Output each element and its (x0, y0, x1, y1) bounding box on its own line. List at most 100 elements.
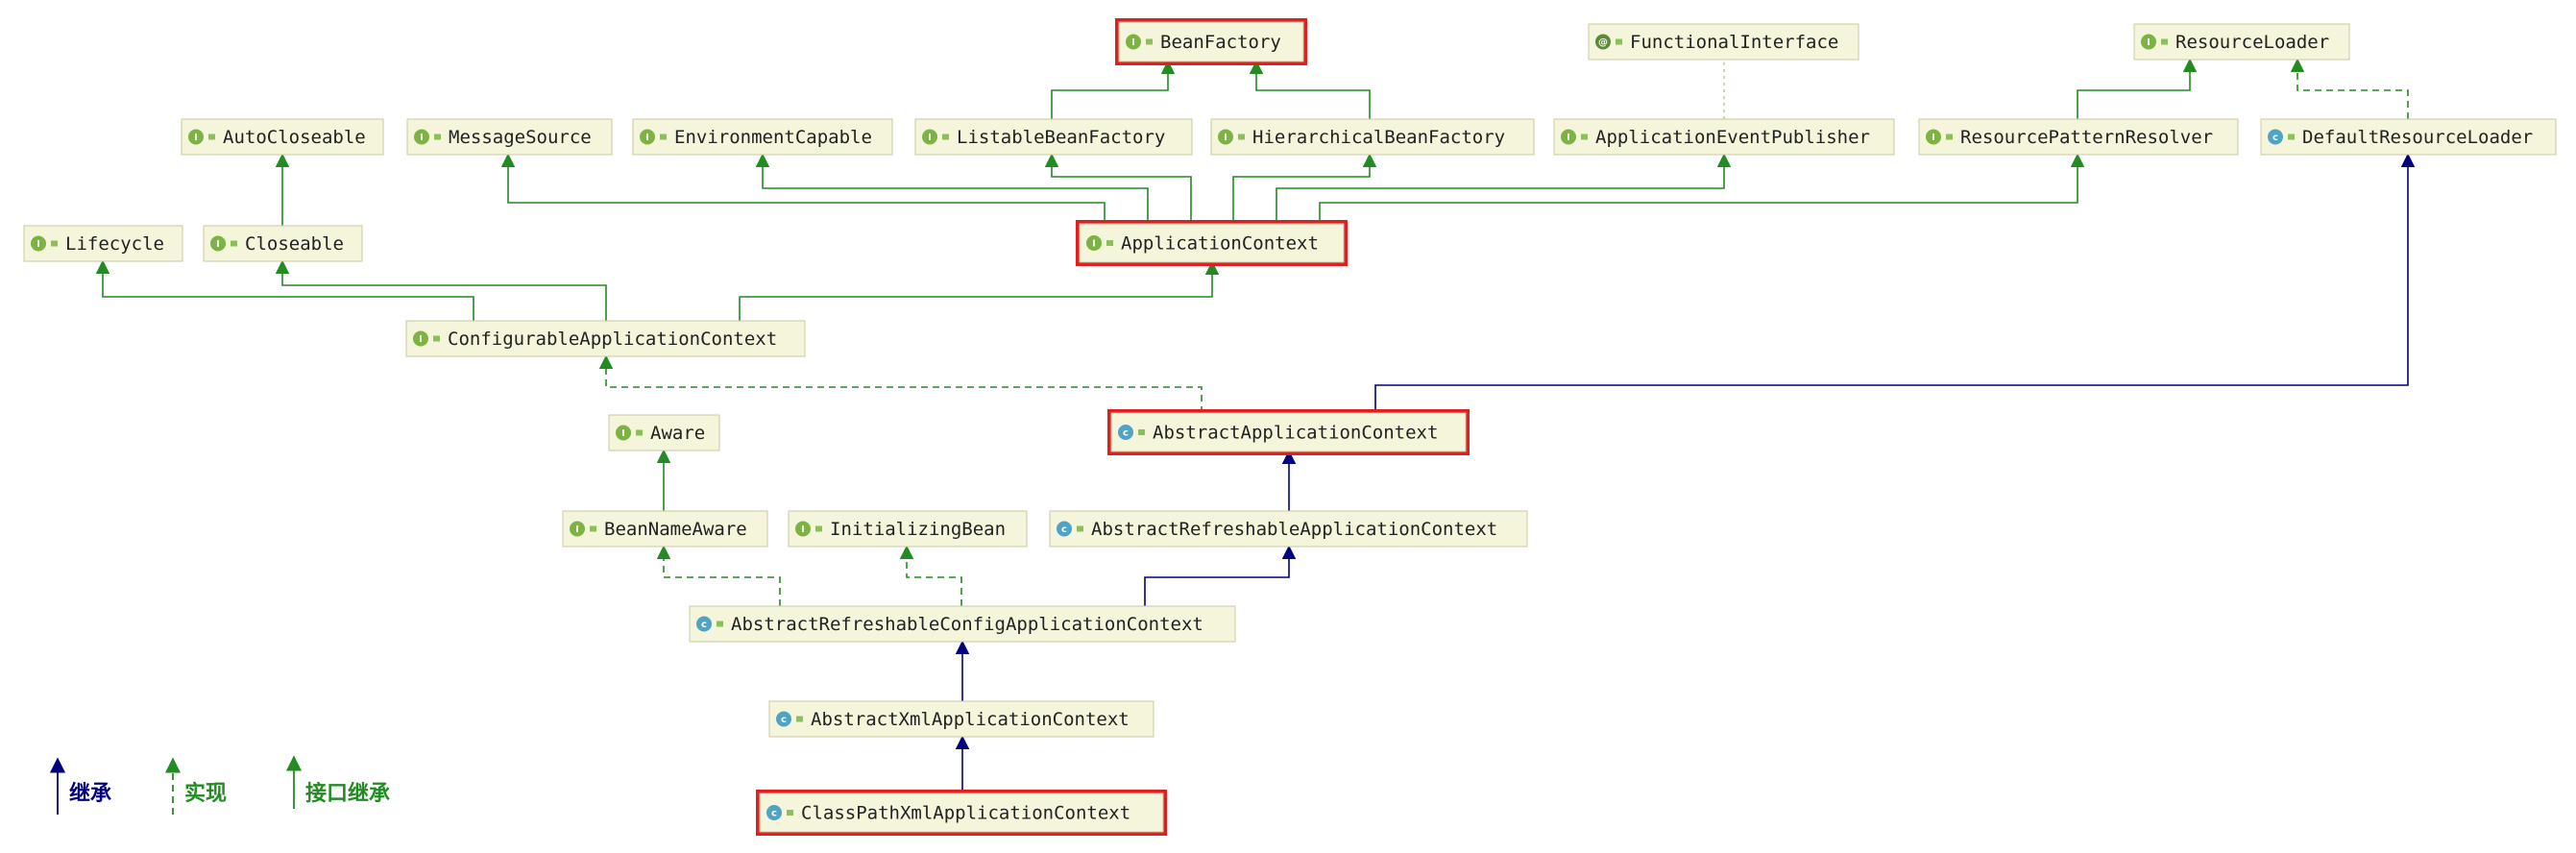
badge-letter: I (36, 239, 40, 250)
node-application-context[interactable]: I ApplicationContext (1076, 220, 1348, 266)
node-abstract-xml-application-context[interactable]: c AbstractXmlApplicationContext (768, 700, 1154, 738)
node-label: InitializingBean (830, 519, 1006, 540)
interface-badge-icon (1926, 129, 1941, 145)
node-label: MessageSource (449, 127, 592, 148)
edge-configurable-application-context-to-application-context (739, 260, 1220, 321)
node-label: ClassPathXmlApplicationContext (801, 803, 1130, 824)
highlight-frame (1107, 409, 1470, 455)
node-label: FunctionalInterface (1630, 32, 1838, 53)
node-label: Closeable (245, 233, 344, 255)
public-access-icon (1138, 429, 1145, 435)
edge-abstract-refreshable-config-application-context-to-bean-name-aware (656, 545, 781, 606)
public-access-icon (434, 134, 441, 140)
edge-application-context-to-message-source (500, 153, 1106, 224)
legend-label: 接口继承 (305, 781, 390, 806)
class-badge-icon (1057, 521, 1072, 537)
node-label: ApplicationContext (1121, 233, 1319, 255)
badge-letter: c (701, 620, 707, 630)
edge-application-context-to-environment-capable (755, 153, 1149, 224)
node-box (632, 118, 893, 156)
edge-abstract-application-context-to-default-resource-loader (1374, 153, 2416, 413)
legend-item-extends: 继承 (49, 757, 111, 815)
node-resource-loader[interactable]: I ResourceLoader (2133, 23, 2350, 61)
node-label: ConfigurableApplicationContext (448, 329, 777, 350)
public-access-icon (1946, 134, 1953, 140)
legend: 继承 实现 接口继承 (49, 755, 390, 815)
legend-label: 继承 (69, 781, 111, 806)
badge-letter: I (2147, 37, 2151, 48)
node-bean-name-aware[interactable]: I BeanNameAware (562, 510, 768, 548)
interface-badge-icon (1086, 235, 1102, 251)
badge-letter: I (621, 428, 625, 439)
legend-label: 实现 (184, 781, 227, 806)
public-access-icon (717, 621, 723, 627)
node-label: DefaultResourceLoader (2302, 127, 2533, 148)
badge-letter: c (781, 715, 787, 725)
badge-letter: I (575, 524, 579, 535)
highlight-frame (756, 790, 1167, 836)
interface-badge-icon (795, 521, 811, 537)
public-access-icon (51, 240, 58, 247)
interface-badge-icon (413, 330, 428, 347)
node-message-source[interactable]: I MessageSource (406, 118, 613, 156)
badge-letter: I (645, 133, 649, 143)
public-access-icon (1146, 38, 1153, 45)
edge-hierarchical-bean-factory-to-bean-factory (1249, 60, 1371, 119)
node-box (1918, 118, 2239, 156)
public-access-icon (787, 810, 793, 816)
class-badge-icon (766, 805, 782, 820)
interface-badge-icon (414, 129, 429, 145)
interface-badge-icon (1126, 34, 1141, 50)
public-access-icon (942, 134, 949, 140)
badge-letter: I (1092, 239, 1096, 250)
node-box (768, 700, 1154, 738)
node-box (914, 118, 1193, 156)
node-label: ResourceLoader (2175, 32, 2329, 53)
legend-item-interface_extends: 接口继承 (285, 755, 390, 809)
edge-application-context-to-hierarchical-bean-factory (1232, 153, 1377, 224)
node-box (1049, 510, 1528, 548)
legend-item-implements: 实现 (164, 757, 227, 815)
class-badge-icon (696, 616, 712, 632)
node-box (1210, 118, 1535, 156)
node-label: BeanFactory (1160, 32, 1281, 53)
public-access-icon (1106, 240, 1113, 246)
node-box (689, 605, 1236, 643)
node-label: ApplicationEventPublisher (1595, 127, 1870, 148)
badge-letter: I (1131, 37, 1135, 48)
node-label: AbstractXmlApplicationContext (811, 709, 1130, 730)
node-bean-factory[interactable]: I BeanFactory (1115, 18, 1307, 65)
public-access-icon (796, 716, 803, 722)
badge-letter: I (420, 133, 424, 143)
node-box (1553, 118, 1895, 156)
public-access-icon (1581, 134, 1588, 140)
public-access-icon (1616, 38, 1622, 45)
public-access-icon (660, 134, 667, 140)
node-box (788, 510, 1028, 548)
edge-default-resource-loader-to-resource-loader (2290, 58, 2409, 119)
edge-configurable-application-context-to-lifecycle (95, 259, 474, 321)
edges-layer (95, 58, 2416, 793)
node-label: BeanNameAware (604, 519, 747, 540)
node-functional-interface[interactable]: @FunctionalInterface (1588, 23, 1859, 61)
node-box (23, 225, 183, 262)
badge-letter: c (1061, 524, 1067, 535)
